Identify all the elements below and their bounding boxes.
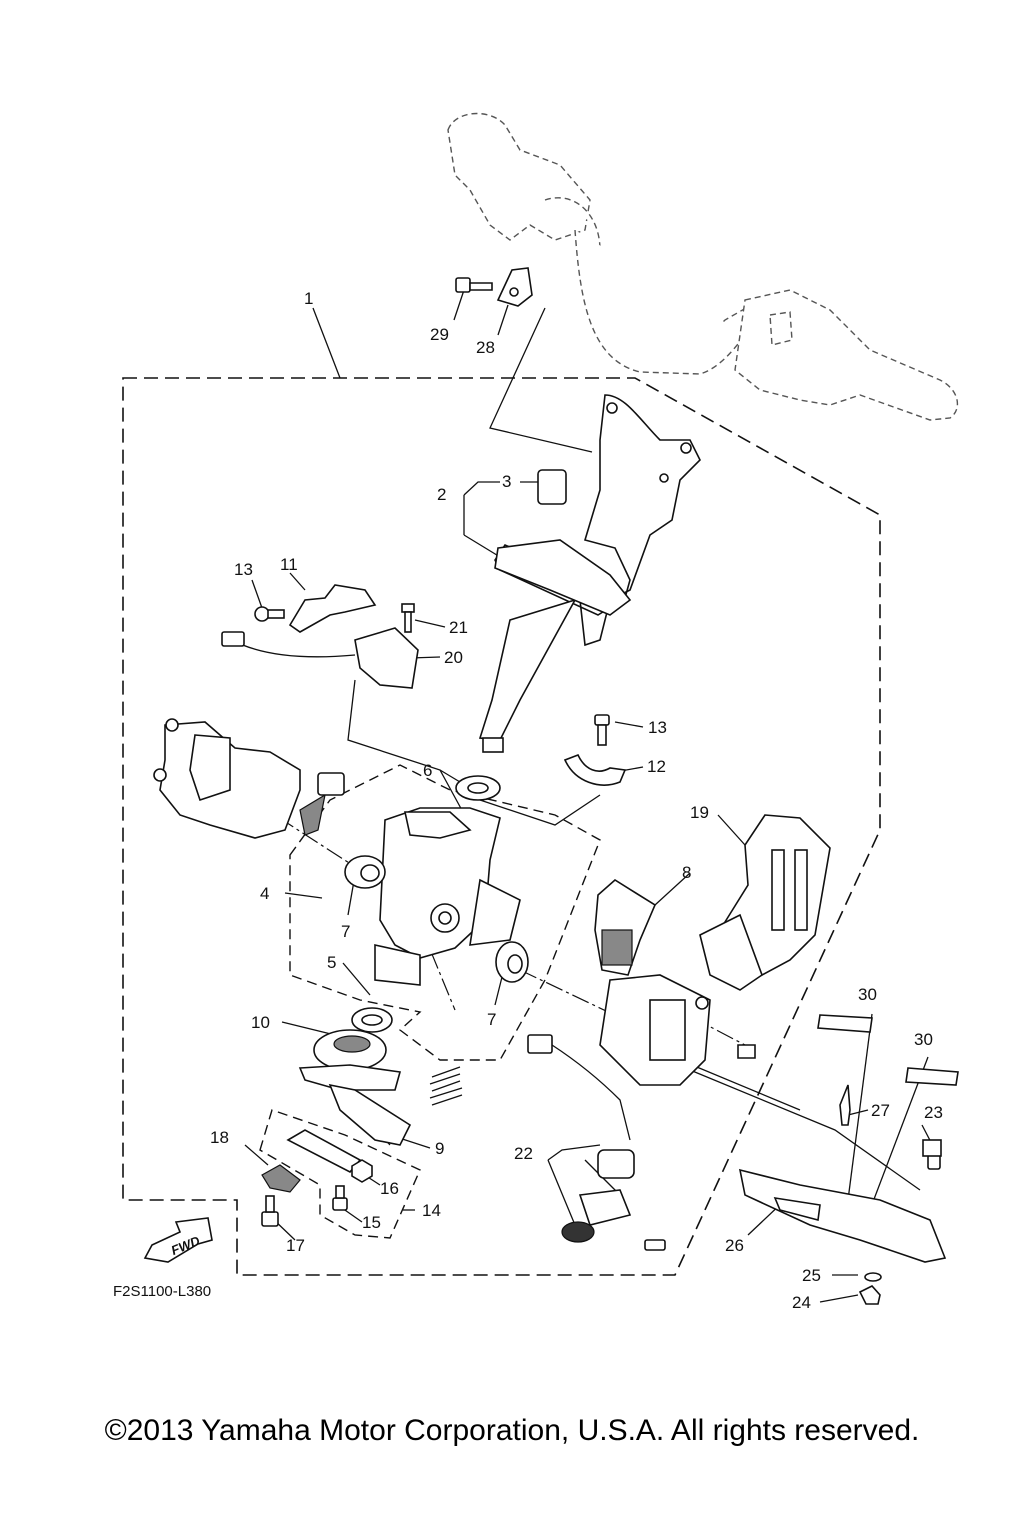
callout-16: 16 xyxy=(380,1179,399,1198)
callout-15: 15 xyxy=(362,1213,381,1232)
callout-24: 24 xyxy=(792,1293,811,1312)
fwd-arrow-icon: FWD xyxy=(143,1217,213,1263)
part-25-washer xyxy=(864,1272,882,1282)
callout-26: 26 xyxy=(725,1236,744,1255)
part-19-cover xyxy=(699,814,831,991)
callout-4: 4 xyxy=(260,884,269,903)
handlebar-reference-outline xyxy=(447,112,959,421)
callout-19: 19 xyxy=(690,803,709,822)
callout-labels: 1 2 3 4 5 6 7 7 8 9 10 11 12 13 13 14 15… xyxy=(210,289,943,1312)
callout-7-right: 7 xyxy=(487,1010,496,1029)
callout-8: 8 xyxy=(682,863,691,882)
part-28-clamp xyxy=(496,267,533,307)
spring xyxy=(429,1066,463,1106)
callout-11: 11 xyxy=(280,555,298,574)
part-13-bolt-left xyxy=(254,606,285,622)
part-9-bracket xyxy=(298,1064,412,1146)
callout-14: 14 xyxy=(422,1201,441,1220)
callout-27: 27 xyxy=(871,1101,890,1120)
part-5-bearing xyxy=(351,1007,393,1033)
part-16-nut xyxy=(351,1159,373,1183)
callout-28: 28 xyxy=(476,338,495,357)
part-18-clip xyxy=(261,1164,301,1193)
callout-20: 20 xyxy=(444,648,463,667)
part-21-bolt xyxy=(401,603,415,633)
part-4-housing-left xyxy=(153,718,345,839)
subassembly-14-boundary xyxy=(259,1109,421,1239)
part-4-housing-main xyxy=(374,807,521,986)
part-12-clamp xyxy=(563,753,627,786)
callout-12: 12 xyxy=(647,757,666,776)
callout-17: 17 xyxy=(286,1236,305,1255)
callout-6: 6 xyxy=(423,761,432,780)
part-14-plate xyxy=(286,1129,362,1174)
part-7-bushing-right xyxy=(495,941,529,983)
callout-1: 1 xyxy=(304,289,313,308)
callout-23: 23 xyxy=(924,1103,943,1122)
assembly-lines xyxy=(204,307,921,1191)
callout-13-right: 13 xyxy=(648,718,667,737)
callout-21: 21 xyxy=(449,618,468,637)
callout-18: 18 xyxy=(210,1128,229,1147)
callout-7-left: 7 xyxy=(341,922,350,941)
part-8-actuator xyxy=(594,879,657,976)
callout-2: 2 xyxy=(437,485,446,504)
callout-5: 5 xyxy=(327,953,336,972)
callout-29: 29 xyxy=(430,325,449,344)
callout-30-lower: 30 xyxy=(914,1030,933,1049)
part-22-sensor xyxy=(527,1034,666,1251)
part-30-pad-upper xyxy=(817,1014,873,1033)
part-2-steering-column xyxy=(478,394,701,753)
callout-10: 10 xyxy=(251,1013,270,1032)
assembly-boundary xyxy=(122,377,881,1276)
part-23-bolt xyxy=(922,1139,942,1170)
callout-9: 9 xyxy=(435,1139,444,1158)
subassembly-4-boundary xyxy=(289,764,601,1061)
drawing-code: F2S1100-L380 xyxy=(113,1283,211,1300)
part-13-bolt-right xyxy=(594,714,610,746)
part-6-seal xyxy=(455,775,501,801)
copyright-notice: ©2013 Yamaha Motor Corporation, U.S.A. A… xyxy=(104,1414,920,1447)
leader-lines xyxy=(244,289,936,1303)
part-11-bracket xyxy=(288,584,377,633)
part-30-pad-lower xyxy=(905,1067,959,1086)
callout-30-upper: 30 xyxy=(858,985,877,1004)
part-7-bushing-left xyxy=(344,855,386,889)
part-17-bolt xyxy=(261,1195,279,1227)
part-15-bolt xyxy=(332,1185,348,1211)
callout-22: 22 xyxy=(514,1144,533,1163)
lower-bracket-assembly xyxy=(599,974,756,1086)
part-29-bolt xyxy=(455,277,493,293)
part-10-ring xyxy=(313,1029,387,1071)
part-27-pin xyxy=(839,1084,851,1126)
callout-13-left: 13 xyxy=(234,560,253,579)
part-20-sensor xyxy=(221,627,419,689)
part-24-nut xyxy=(858,1285,881,1305)
part-26-arm xyxy=(738,1168,947,1263)
callout-25: 25 xyxy=(802,1266,821,1285)
callout-3: 3 xyxy=(502,472,511,491)
